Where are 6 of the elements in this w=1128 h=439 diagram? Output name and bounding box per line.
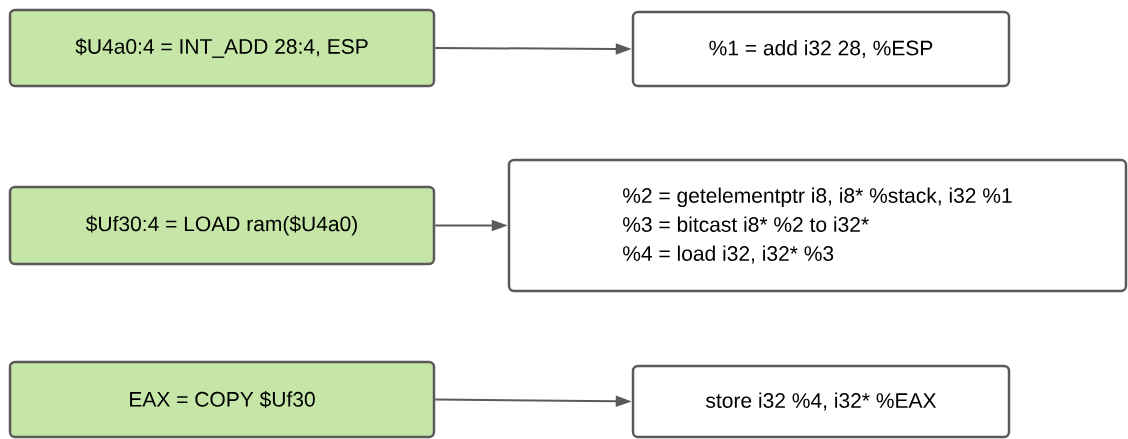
source-instruction-box: EAX = COPY $Uf30 [8, 360, 436, 439]
target-instruction-box: %2 = getelementptr i8, i8* %stack, i32 %1 %3 = bitcast i8* %2 to i32* %4 = load i32, i32* %3 [507, 158, 1128, 293]
source-instruction-box: $Uf30:4 = LOAD ram($U4a0) [8, 185, 436, 266]
target-instruction-box: %1 = add i32 28, %ESP [631, 10, 1011, 88]
target-instruction-box: store i32 %4, i32* %EAX [631, 364, 1011, 439]
source-instruction-box: $U4a0:4 = INT_ADD 28:4, ESP [8, 8, 436, 88]
